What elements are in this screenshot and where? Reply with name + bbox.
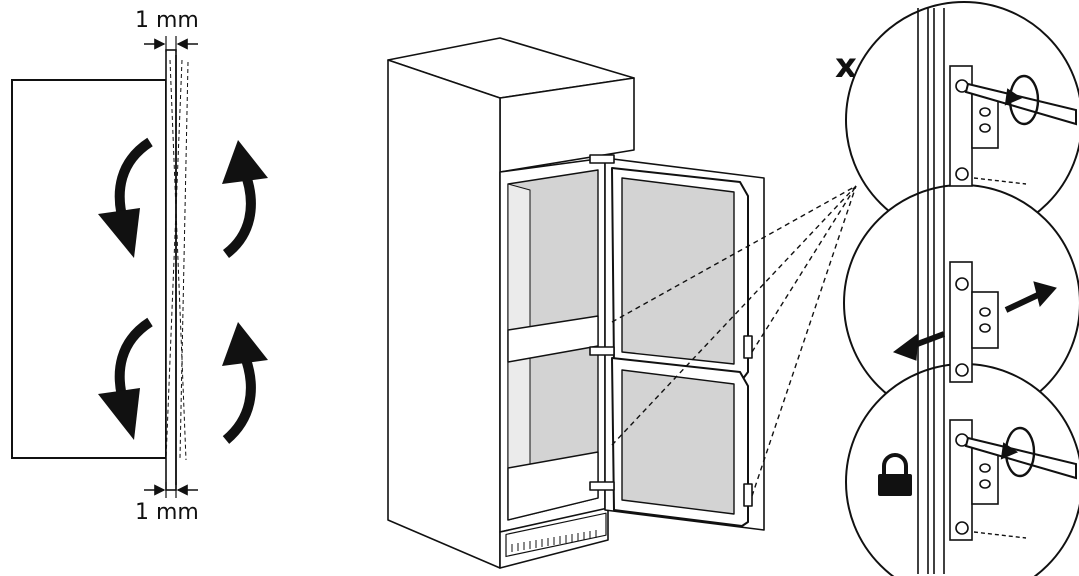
bottom-gap-label: 1 mm (135, 500, 199, 525)
screwdriver-icon (964, 426, 1077, 539)
lower-door-panel (621, 369, 735, 515)
hinge-icon (589, 154, 615, 164)
screwdriver-icon (964, 74, 1077, 185)
hinge-icon (949, 419, 999, 541)
rotate-arrow-icon (98, 317, 153, 440)
rotate-arrow-icon (222, 140, 268, 258)
hinge-icon (589, 481, 615, 491)
double-arrow-icon (892, 281, 1057, 361)
detail-circles (843, 1, 1079, 576)
top-gap-label: 1 mm (135, 8, 199, 33)
hinge-icon (589, 346, 615, 356)
hinge-icon (949, 261, 999, 383)
cabinet-side (11, 79, 167, 459)
upper-door-panel (621, 177, 735, 365)
rotate-arrow-icon (222, 322, 268, 444)
padlock-icon (878, 453, 912, 496)
hinge-icon (949, 65, 999, 187)
fridge-cabinet (387, 37, 765, 569)
rotate-arrow-icon (98, 137, 153, 258)
fridge-shelf (507, 315, 599, 363)
side-view-panel (11, 36, 268, 498)
leader-lines (611, 185, 857, 497)
